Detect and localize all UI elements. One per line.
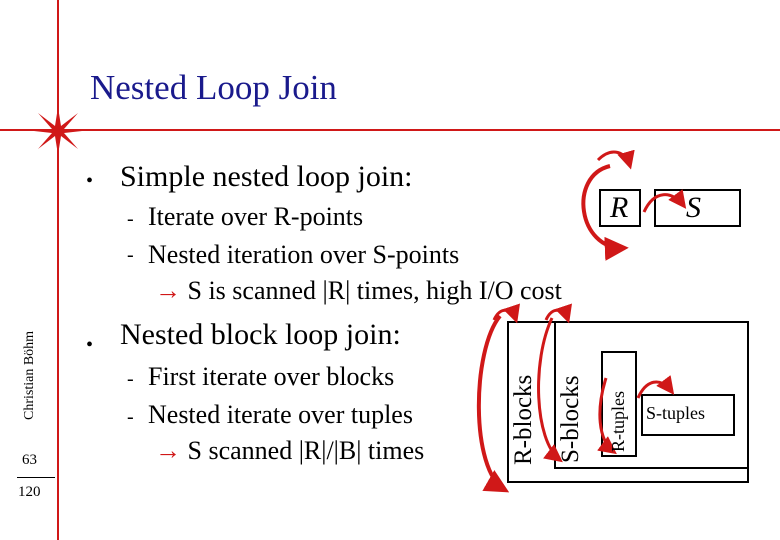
slide-title: Nested Loop Join — [90, 68, 337, 107]
arrow-right-icon: → — [155, 436, 181, 465]
r-relation-box — [599, 189, 641, 227]
section1-result: → S is scanned |R| times, high I/O cost — [155, 276, 562, 306]
s-relation-box — [654, 189, 741, 227]
bullet-icon: • — [86, 334, 94, 356]
section1-result-text: S is scanned |R| times, high I/O cost — [187, 276, 562, 305]
section2-result: → S scanned |R|/|B| times — [155, 436, 424, 466]
section2-result-text: S scanned |R|/|B| times — [187, 436, 425, 465]
r-tuples-loop-arrow — [597, 377, 617, 455]
r-blocks-loop-arrow — [476, 314, 510, 493]
arrow-right-icon: → — [155, 276, 181, 305]
dash-icon: - — [127, 244, 134, 266]
vertical-rule — [57, 0, 59, 540]
inner-loop-arrow — [642, 189, 687, 213]
section1-item-1: Iterate over R-points — [148, 202, 364, 231]
r-blocks-label: R-blocks — [510, 374, 537, 465]
dash-icon: - — [127, 208, 134, 230]
star-icon — [34, 107, 82, 155]
s-blocks-top-arrow — [544, 303, 572, 324]
outer-loop-arrow — [581, 164, 629, 261]
s-tuples-box — [641, 394, 735, 436]
section2-item-1: First iterate over blocks — [148, 362, 395, 391]
r-blocks-top-arrow — [492, 303, 520, 324]
s-tuples-label: S-tuples — [646, 403, 706, 423]
r-label: R — [610, 191, 629, 224]
page-number: 63 — [22, 452, 37, 468]
page-total: 120 — [18, 484, 41, 500]
horizontal-rule — [0, 129, 780, 131]
outer-loop-top-arrow — [596, 149, 635, 170]
section2-heading: Nested block loop join: — [120, 318, 401, 351]
page-divider — [17, 477, 55, 478]
r-tuples-box — [601, 351, 637, 457]
s-blocks-box — [554, 321, 749, 469]
section2-item-2: Nested iterate over tuples — [148, 400, 413, 429]
s-blocks-label: S-blocks — [557, 375, 584, 464]
s-blocks-loop-arrow — [537, 317, 563, 463]
section1-item-2: Nested iteration over S-points — [148, 240, 460, 269]
bullet-icon: • — [86, 170, 94, 192]
section1-heading: Simple nested loop join: — [120, 160, 413, 193]
dash-icon: - — [127, 368, 134, 390]
s-tuples-arrow — [636, 375, 675, 399]
s-label: S — [686, 191, 701, 224]
dash-icon: - — [127, 406, 134, 428]
r-tuples-label: R-tuples — [608, 391, 628, 452]
